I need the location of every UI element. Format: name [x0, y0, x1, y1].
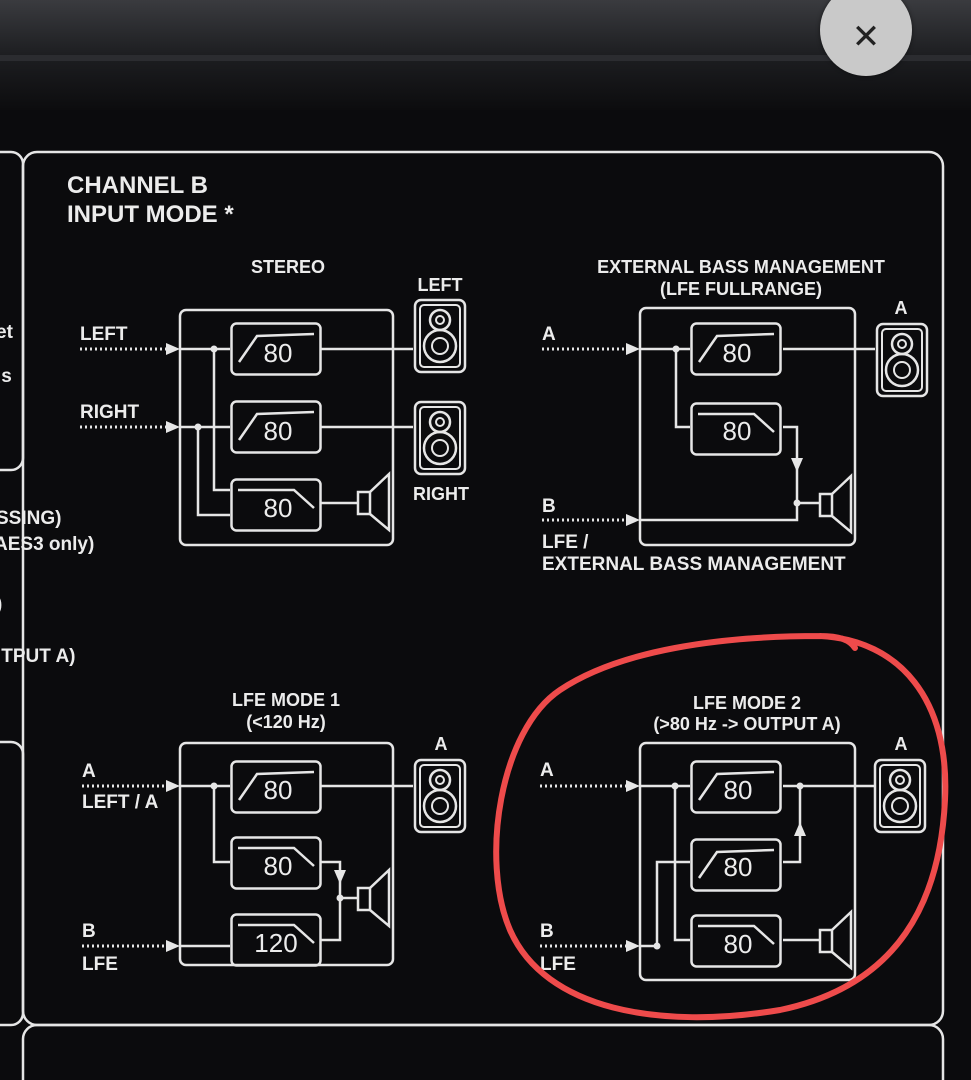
speaker-icon [413, 758, 467, 834]
left-fragment: ls [0, 366, 12, 387]
device-groove [0, 55, 971, 61]
filter-label: 80 [264, 775, 293, 805]
filter-label: 80 [724, 852, 753, 882]
lfe1-title: LFE MODE 1 [232, 690, 340, 710]
subwoofer-icon [356, 472, 391, 532]
filter-label: 80 [264, 493, 293, 523]
left-fragment: AES3 only) [0, 534, 94, 555]
panel-subtitle: INPUT MODE * [67, 201, 234, 228]
ext-bass-subtitle: (LFE FULLRANGE) [660, 279, 822, 299]
stereo-output-right: RIGHT [413, 484, 469, 504]
subwoofer-icon [818, 474, 853, 534]
filter-label: 80 [264, 338, 293, 368]
ext-bass-output-a: A [895, 298, 908, 318]
external-bass-diagram: EXTERNAL BASS MANAGEMENT (LFE FULLRANGE)… [542, 257, 929, 575]
stereo-diagram: STEREO LEFT RIGHT 80 80 80 LEFT RIGHT [80, 257, 469, 547]
lfe2-output-a: A [895, 734, 908, 754]
lfe2-title: LFE MODE 2 [693, 693, 801, 713]
ext-bass-input-a: A [542, 324, 556, 345]
filter-label: 80 [264, 416, 293, 446]
left-panel-border [0, 150, 25, 472]
filter-label: 120 [254, 928, 297, 958]
lfe1-output-a: A [435, 734, 448, 754]
subwoofer-icon [356, 868, 391, 928]
red-circle-annotation [493, 632, 949, 1021]
speaker-icon [875, 322, 929, 398]
left-fragment: ITPUT A) [0, 646, 76, 667]
left-fragment: et [0, 322, 14, 343]
close-button[interactable]: ✕ [820, 0, 912, 76]
lfe2-subtitle: (>80 Hz -> OUTPUT A) [653, 714, 840, 734]
speaker-icon [413, 298, 467, 374]
left-fragment: ) [0, 594, 2, 615]
stereo-title: STEREO [251, 257, 325, 277]
lfe1-input-a-label: LEFT / A [82, 792, 159, 813]
close-icon: ✕ [851, 17, 881, 57]
stereo-input-left: LEFT [80, 324, 128, 345]
lfe2-input-a: A [540, 760, 554, 781]
ext-bass-title: EXTERNAL BASS MANAGEMENT [597, 257, 885, 277]
filter-label: 80 [264, 851, 293, 881]
lfe2-input-b: B [540, 921, 554, 942]
speaker-icon [413, 400, 467, 476]
speaker-icon [873, 758, 927, 834]
panel-title: CHANNEL B [67, 172, 208, 199]
lfe1-input-b-label: LFE [82, 954, 118, 975]
lfe1-input-b: B [82, 921, 96, 942]
stereo-output-left: LEFT [418, 275, 463, 295]
filter-label: 80 [723, 416, 752, 446]
ext-bass-input-b-label: LFE / [542, 532, 589, 553]
stereo-input-right: RIGHT [80, 402, 140, 423]
filter-label: 80 [724, 775, 753, 805]
left-lower-panel-border [0, 740, 25, 1027]
lfe1-input-a: A [82, 761, 96, 782]
lfe2-input-b-label: LFE [540, 954, 576, 975]
ext-bass-input-b: B [542, 496, 556, 517]
filter-label: 80 [724, 929, 753, 959]
lower-panel-border [21, 1023, 945, 1080]
lfe-mode-1-diagram: LFE MODE 1 (<120 Hz) A LEFT / A B LFE 80… [82, 690, 467, 975]
left-fragment: SSING) [0, 508, 61, 529]
lfe1-subtitle: (<120 Hz) [246, 712, 326, 732]
lfe-mode-2-diagram: LFE MODE 2 (>80 Hz -> OUTPUT A) A B LFE … [540, 693, 927, 982]
filter-label: 80 [723, 338, 752, 368]
ext-bass-input-b-label2: EXTERNAL BASS MANAGEMENT [542, 554, 846, 575]
subwoofer-icon [818, 910, 853, 970]
